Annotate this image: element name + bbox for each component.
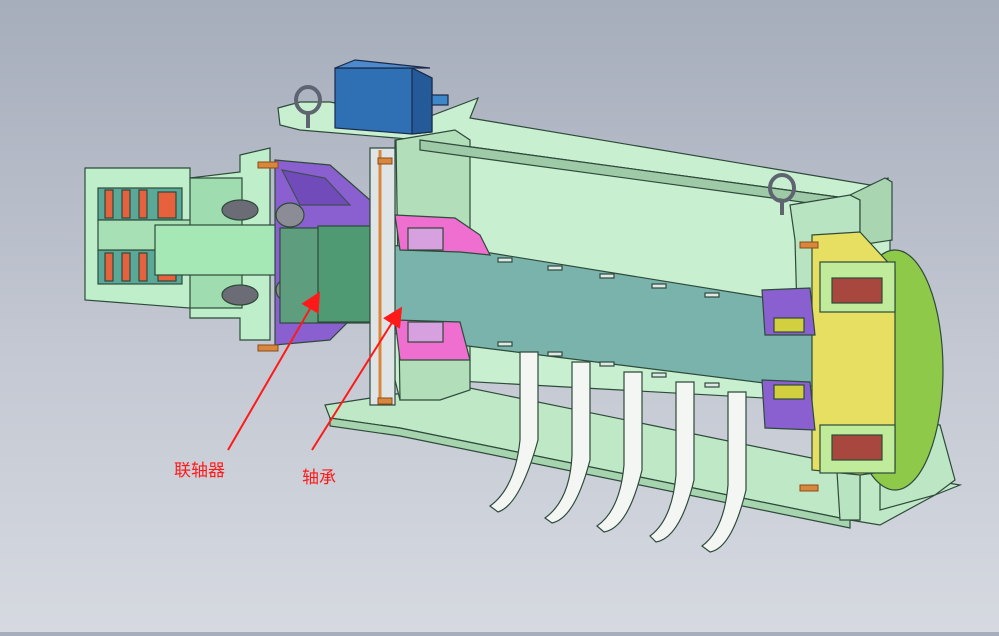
eye-bolts	[294, 85, 796, 215]
bolts	[257, 157, 819, 492]
coupling	[154, 159, 379, 346]
coupling-label: 联轴器	[174, 461, 225, 481]
bearing-label: 轴承	[302, 468, 336, 488]
bearing-housing	[369, 147, 492, 406]
annotation-arrows	[227, 291, 403, 451]
right-gear-housing	[761, 231, 944, 491]
motor-box	[334, 59, 449, 135]
hanging-strips	[488, 351, 747, 553]
